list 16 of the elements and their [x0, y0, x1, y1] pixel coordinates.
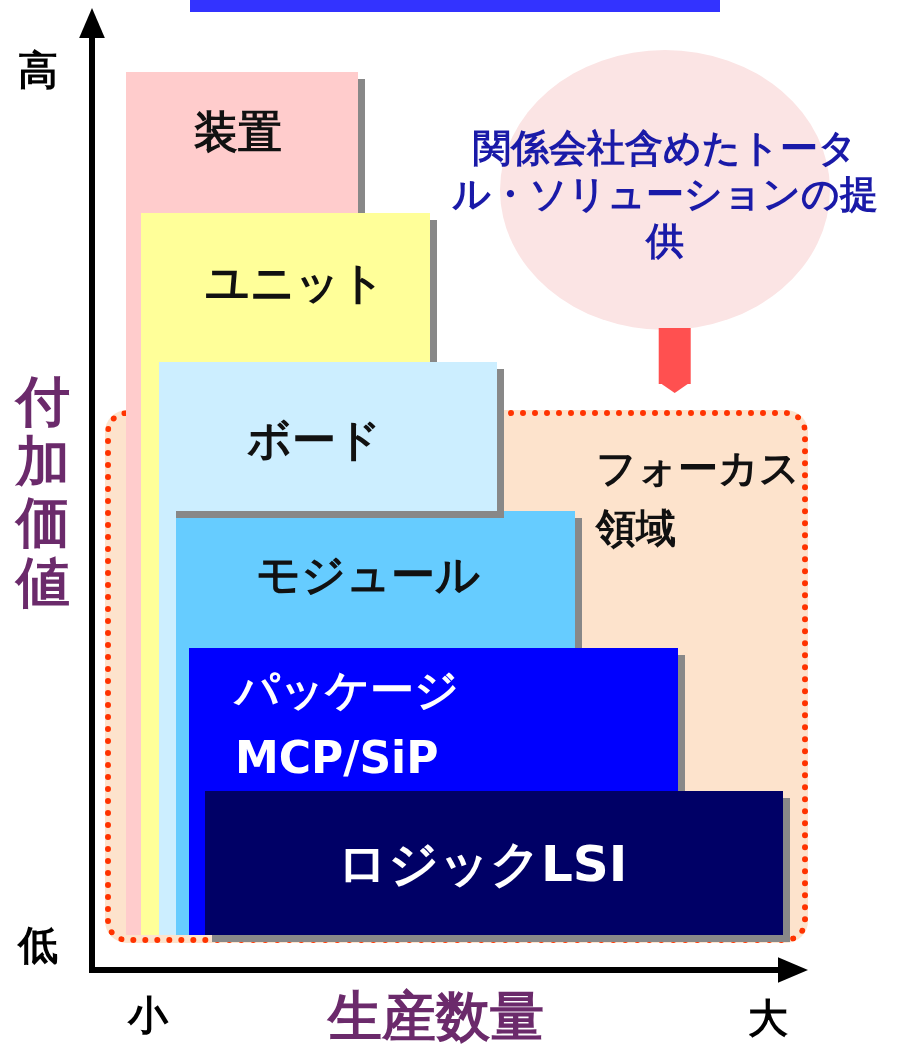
level-label: ボード: [247, 418, 381, 462]
axis-title: 生産数量: [328, 990, 544, 1044]
level-label: ロジックLSI: [337, 839, 628, 889]
level-label: MCP/SiP: [235, 736, 439, 780]
level-label: モジュール: [256, 553, 480, 597]
axis-title: 付加価値: [16, 372, 71, 614]
axis-end-label: 高: [18, 50, 58, 90]
axis-end-label: 大: [748, 998, 788, 1038]
axis-end-label: 小: [128, 995, 168, 1035]
level-label: パッケージ: [235, 668, 459, 712]
level-label: 装置: [194, 110, 282, 154]
area-label: フォーカス領域: [596, 444, 801, 553]
block-arrow: [658, 328, 691, 393]
axis-end-label: 低: [18, 925, 58, 965]
level-label: ユニット: [205, 261, 385, 305]
callout-text: 関係会社含めたトータル・ソリューションの提供: [451, 125, 879, 265]
